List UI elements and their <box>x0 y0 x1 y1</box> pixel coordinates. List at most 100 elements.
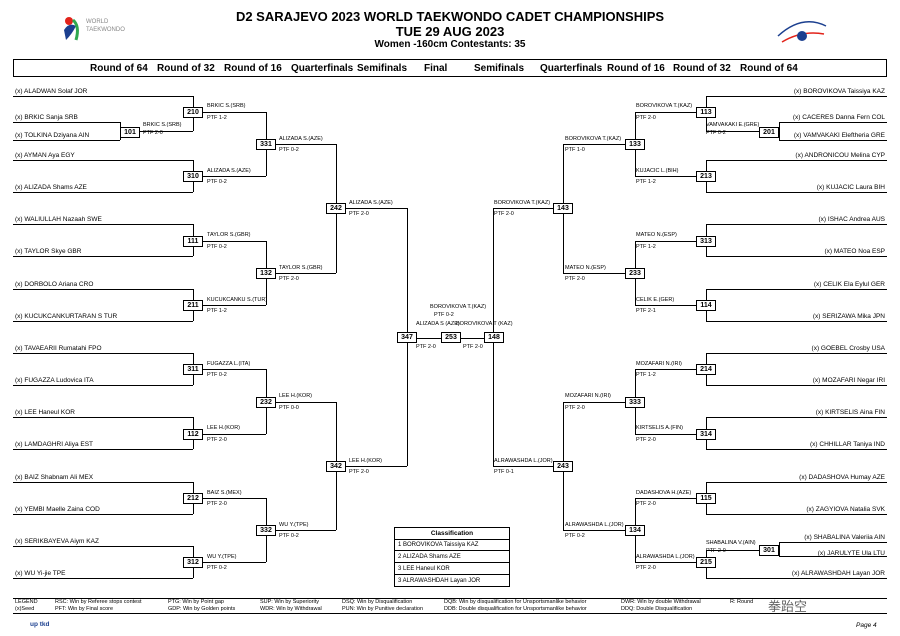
round-label: Round of 64 <box>740 63 798 74</box>
player-name: (x) WALIULLAH Nazaah SWE <box>15 216 102 223</box>
player-name: (x) BRKIC Sanja SRB <box>15 114 78 121</box>
footer-logo: up tkd <box>30 621 50 628</box>
bout-winner: MOZAFARI N.(IRI) <box>636 361 682 367</box>
bracket-line <box>563 530 635 531</box>
bout-score: PTF 0-1 <box>494 469 514 475</box>
legend-item: DSQ: Win by Disqualification <box>342 599 413 605</box>
bracket-line <box>563 144 635 145</box>
bracket-line <box>706 417 887 418</box>
bout-number: 111 <box>183 236 203 247</box>
player-name: (x) SERIZAWA Mika JPN <box>812 313 885 320</box>
category-info: Women -160cm Contestants: 35 <box>374 39 526 50</box>
legend-item: DDQ: Double Disqualification <box>621 606 693 612</box>
bout-number: 242 <box>326 203 346 214</box>
champion-name: BOROVIKOVA T.(KAZ) <box>430 304 487 310</box>
bout-score: PTF 1-2 <box>636 179 656 185</box>
player-name: (x) ZAGYIOVA Natalia SVK <box>806 506 885 513</box>
bracket-line <box>266 530 336 531</box>
bracket-line <box>13 578 193 579</box>
bout-score: PTF 2-0 <box>636 115 656 121</box>
bout-score: PTF 2-0 <box>279 276 299 282</box>
player-name: (x) ALADWAN Solaf JOR <box>15 88 88 95</box>
bracket-line <box>706 96 887 97</box>
player-name: (x) ISHAC Andrea AUS <box>818 216 885 223</box>
bracket-line <box>706 482 887 483</box>
legend-item: WDR: Win by Withdrawal <box>260 606 322 612</box>
bout-number: 134 <box>625 525 645 536</box>
bout-number: 311 <box>183 364 203 375</box>
bout-winner: ALIZADA S.(AZE) <box>279 136 323 142</box>
classification-table: Classification 1 BOROVIKOVA Taissiya KAZ… <box>394 527 510 587</box>
bout-score: PTF 2-0 <box>349 211 369 217</box>
player-name: (x) SHABALINA Valeriia AIN <box>804 534 885 541</box>
bracket-line <box>779 140 887 141</box>
bracket-line <box>13 385 193 386</box>
bracket-line <box>706 131 759 132</box>
bout-score: PTF 2-0 <box>143 130 163 136</box>
bracket-line <box>13 482 193 483</box>
bout-number: 112 <box>183 429 203 440</box>
bout-number: 201 <box>759 127 779 138</box>
legend-item: PTG: Win by Point gap <box>168 599 224 605</box>
bout-winner: WU Y.(TPE) <box>207 554 237 560</box>
bout-number: 215 <box>696 557 716 568</box>
bout-number: 214 <box>696 364 716 375</box>
watermark: 拳跆空 <box>768 599 808 614</box>
bout-score: PTF 2-0 <box>494 211 514 217</box>
bout-winner: ALIZADA S.(AZE) <box>207 168 251 174</box>
bout-score: PTF 0-2 <box>207 372 227 378</box>
player-name: (x) CHHILLAR Taniya IND <box>809 441 885 448</box>
legend-item: DDB: Double disqualification for Unsport… <box>444 606 587 612</box>
bracket-line <box>13 417 193 418</box>
player-name: (x) AYMAN Aya EGY <box>15 152 75 159</box>
player-name: (x) BAIZ Shabnam Ali MEX <box>15 474 94 481</box>
bracket-line <box>706 353 887 354</box>
player-name: (x) TAYLOR Skye GBR <box>15 248 82 255</box>
bout-number: 211 <box>183 300 203 311</box>
world-taekwondo-logo: WORLD TAEKWONDO <box>64 17 125 41</box>
player-name: (x) ALRAWASHDAH Layan JOR <box>791 570 885 577</box>
bout-score: PTF 2-0 <box>636 565 656 571</box>
bracket-line <box>563 402 635 403</box>
bout-score: PTF 2-0 <box>349 469 369 475</box>
player-name: (x) WU Yi-jie TPE <box>15 570 66 577</box>
bout-winner: BAIZ S.(MEX) <box>207 490 242 496</box>
bracket-line <box>193 369 266 370</box>
bout-number: 333 <box>625 397 645 408</box>
bout-number: 133 <box>625 139 645 150</box>
bout-number: 148 <box>484 332 504 343</box>
player-name: (x) CACERES Danna Fern COL <box>792 114 885 121</box>
bout-winner: LEE H.(KOR) <box>279 393 313 399</box>
bracket-line <box>193 176 266 177</box>
bracket-line <box>706 289 887 290</box>
bracket-line <box>635 241 706 242</box>
legend-item: (x)Seed <box>15 606 35 612</box>
bout-number: 113 <box>696 107 716 118</box>
player-name: (x) YEMBI Maelle Zaina COD <box>15 506 100 513</box>
round-label: Final <box>424 63 448 74</box>
bracket-line <box>635 305 706 306</box>
bout-winner: MATEO N.(ESP) <box>565 265 606 271</box>
bracket-line <box>13 224 193 225</box>
round-label: Quarterfinals <box>540 63 603 74</box>
bracket-line <box>779 556 887 557</box>
bout-score: PTF 0-2 <box>207 565 227 571</box>
bout-number: 232 <box>256 397 276 408</box>
player-name: (x) ANDRONICOU Melina CYP <box>795 152 885 159</box>
bracket-line <box>706 321 887 322</box>
bout-score: PTF 1-2 <box>636 372 656 378</box>
player-name: (x) BOROVIKOVA Taissiya KAZ <box>793 88 885 95</box>
bracket-line <box>635 434 706 435</box>
bout-number: 132 <box>256 268 276 279</box>
bout-winner: ALRAWASHDA L.(JOR) <box>565 522 624 528</box>
bout-number: 332 <box>256 525 276 536</box>
bracket-line <box>193 434 266 435</box>
bout-score: PTF 1-2 <box>636 244 656 250</box>
bout-winner: MATEO N.(ESP) <box>636 232 677 238</box>
bout-score: PTF 1-2 <box>207 115 227 121</box>
bout-score: PTF 2-0 <box>207 437 227 443</box>
bout-winner: KUCUKCANKU S.(TUR) <box>207 297 268 303</box>
player-name: (x) DORBOLO Ariana CRO <box>15 281 94 288</box>
bracket-line <box>266 144 336 145</box>
